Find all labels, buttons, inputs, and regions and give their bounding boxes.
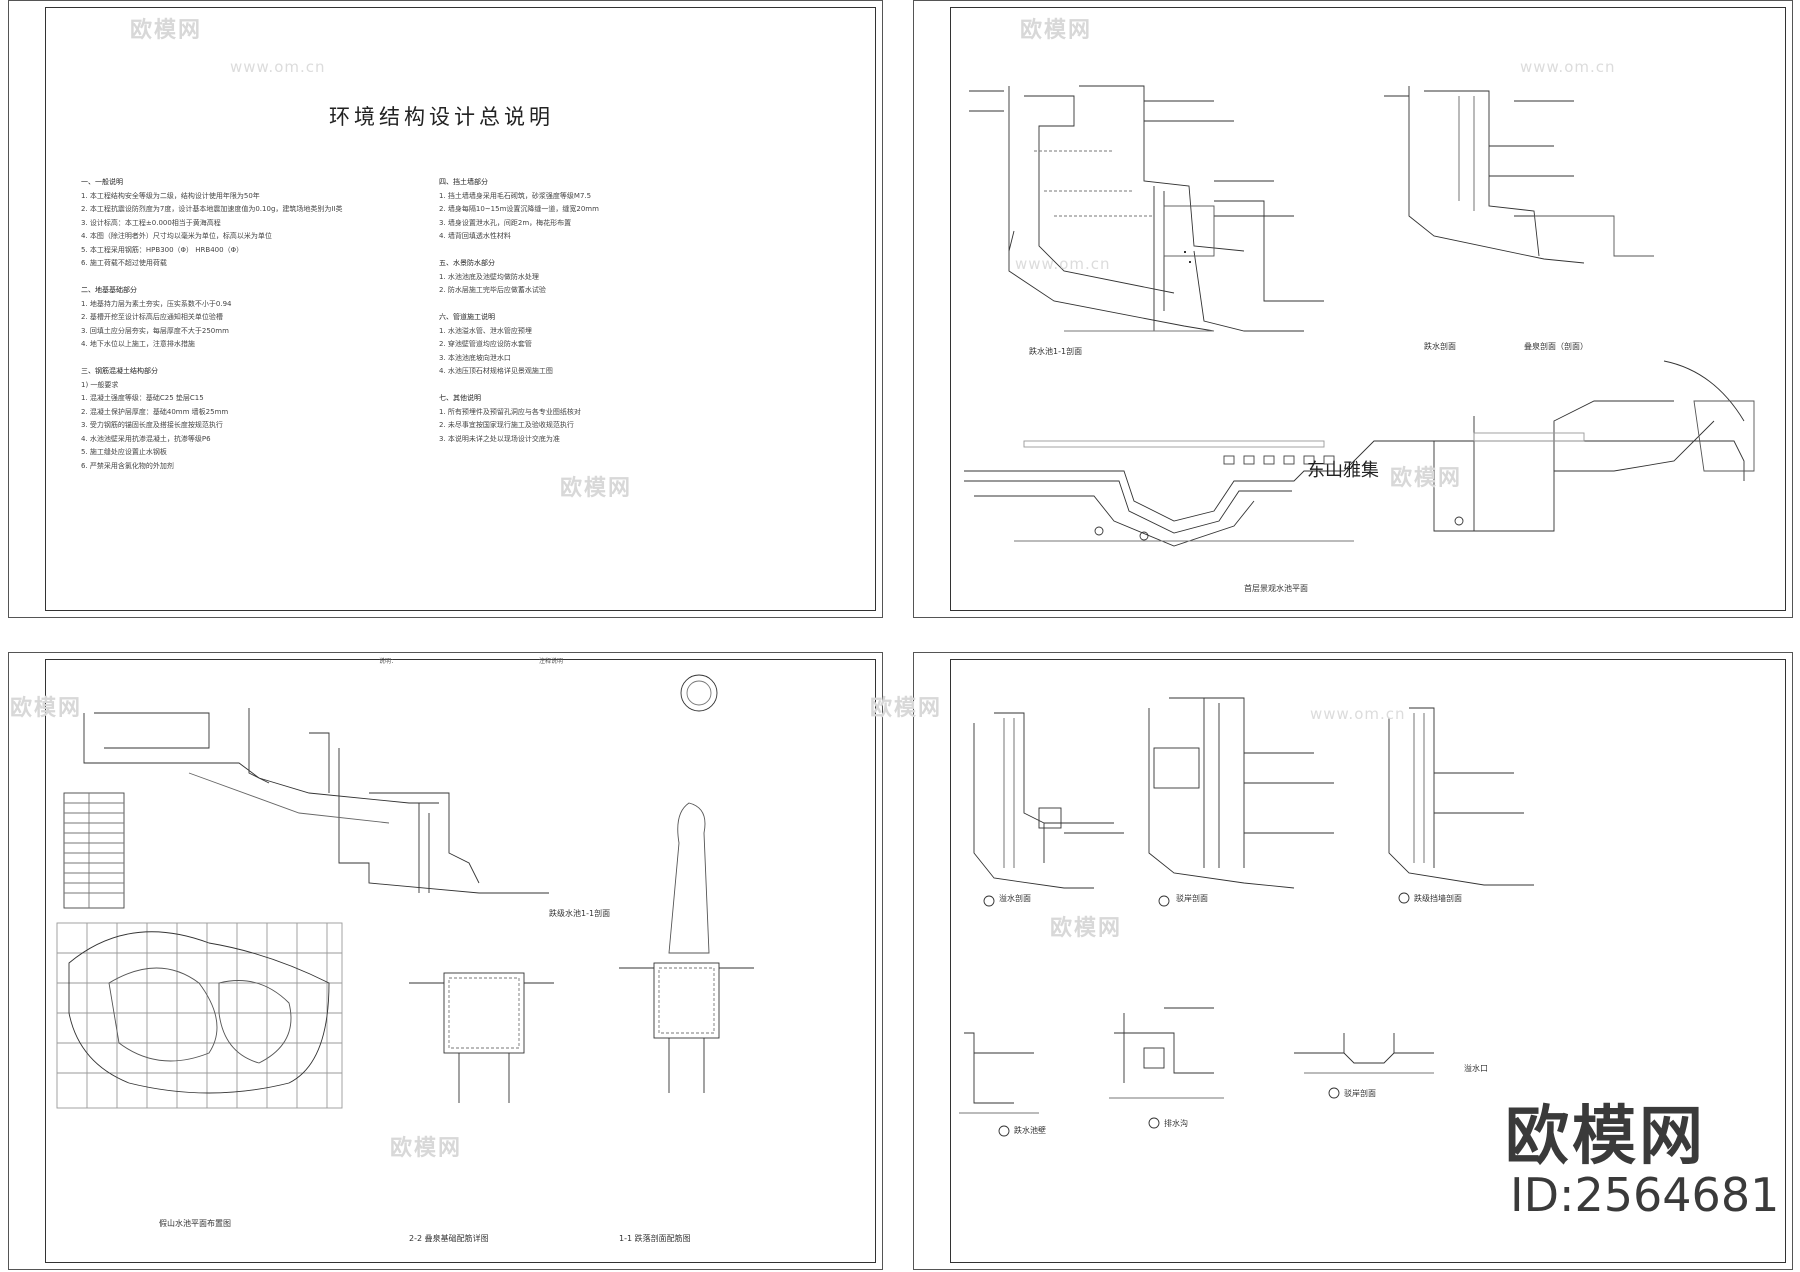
- notes-line: 七、其他说明: [439, 394, 481, 402]
- notes-line: 1. 地基持力层为素土夯实，压实系数不小于0.94: [81, 299, 232, 308]
- sheet-general-notes: 环境结构设计总说明 一、一般说明 1. 本工程结构安全等级为二级，结构设计使用年限…: [8, 0, 883, 618]
- caption: 溢水剖面: [999, 894, 1031, 903]
- sheet-pond-sections: 东山雅集 跌水池1-1剖面 跌水剖面 叠泉剖面（剖面） 首层景观水池平面: [913, 0, 1793, 618]
- caption: 跌级水池1-1剖面: [549, 909, 611, 918]
- notes-line: 4. 地下水位以上施工，注意排水措施: [81, 340, 195, 348]
- notes-line: 3. 回填土应分层夯实，每层厚度不大于250mm: [81, 326, 229, 335]
- notes-line: [81, 352, 411, 366]
- sheet-rockery-pond: 说明： 注释说明 假山水池平面布置图 跌级水池1-1剖面 2-2 叠泉基础配筋详图…: [8, 652, 883, 1270]
- notes-line: 2. 墙身每隔10~15m设置沉降缝一道，缝宽20mm: [439, 205, 599, 213]
- notes-line: 二、地基基础部分: [81, 286, 137, 294]
- notes-line: 5. 本工程采用钢筋：HPB300（Φ） HRB400（Φ）: [81, 245, 244, 254]
- notes-line: 1. 所有预埋件及预留孔洞应与各专业图纸核对: [439, 407, 581, 416]
- notes-line: 3. 本池池底坡向泄水口: [439, 353, 511, 362]
- caption: 跌级挡墙剖面: [1414, 894, 1462, 903]
- caption: 跌水池1-1剖面: [1029, 347, 1083, 356]
- notes-line: 1. 本工程结构安全等级为二级，结构设计使用年限为50年: [81, 191, 260, 200]
- sheet-frame: [950, 659, 1786, 1263]
- notes-line: [439, 244, 789, 258]
- notes-line: 3. 受力钢筋的锚固长度及搭接长度按规范执行: [81, 421, 223, 429]
- cad-drawing-sections: [964, 85, 1755, 547]
- caption: 溢水口: [1464, 1064, 1488, 1073]
- notes-line: 3. 墙身设置泄水孔，间距2m，梅花形布置: [439, 218, 572, 227]
- notes-line: 2. 未尽事宜按国家现行施工及验收规范执行: [439, 421, 574, 429]
- sheet-frame: [950, 7, 1786, 611]
- notes-line: 4. 墙背回填透水性材料: [439, 232, 511, 240]
- caption: 跌水池壁: [1014, 1126, 1046, 1135]
- notes-right-column: 四、挡土墙部分 1. 挡土墙墙身采用毛石砌筑，砂浆强度等级M7.5 2. 墙身每隔1…: [439, 176, 789, 446]
- caption: 排水沟: [1164, 1119, 1188, 1128]
- cad-drawing-rockery: 说明： 注释说明: [56, 657, 754, 1109]
- notes-line: 2. 本工程抗震设防烈度为7度，设计基本地震加速度值为0.10g，建筑场地类别为…: [81, 205, 343, 213]
- notes-line: 四、挡土墙部分: [439, 178, 488, 186]
- notes-line: 1) 一般要求: [81, 380, 119, 389]
- notes-line: 6. 严禁采用含氯化物的外加剂: [81, 461, 174, 470]
- svg-text:注释说明: 注释说明: [539, 657, 563, 665]
- notes-line: [81, 271, 411, 285]
- notes-line: 1. 水池池底及池壁均做防水处理: [439, 272, 539, 281]
- notes-line: 4. 本图（除注明者外）尺寸均以毫米为单位，标高以米为单位: [81, 232, 272, 240]
- brand-logo-text: 欧模网: [1505, 1100, 1706, 1174]
- svg-text:说明：: 说明：: [379, 657, 397, 665]
- notes-line: 1. 混凝土强度等级：基础C25 垫层C15: [81, 394, 204, 402]
- notes-line: 2. 防水层施工完毕后应做蓄水试验: [439, 286, 546, 294]
- caption: 假山水池平面布置图: [159, 1219, 231, 1228]
- notes-line: 5. 施工缝处应设置止水钢板: [81, 448, 167, 456]
- caption: 叠泉剖面（剖面）: [1524, 342, 1588, 351]
- caption: 2-2 叠泉基础配筋详图: [409, 1234, 489, 1243]
- notes-line: [439, 379, 789, 393]
- asset-id: ID:2564681: [1510, 1168, 1780, 1222]
- cad-drawing-details: [959, 697, 1534, 1137]
- sheet-frame: [45, 659, 876, 1263]
- notes-line: 2. 混凝土保护层厚度：基础40mm 墙板25mm: [81, 407, 229, 416]
- notes-line: [439, 298, 789, 312]
- notes-line: 六、管道施工说明: [439, 313, 495, 321]
- caption: 首层景观水池平面: [1244, 584, 1308, 593]
- notes-line: 3. 本说明未详之处以现场设计交底为准: [439, 434, 560, 443]
- notes-line: 三、钢筋混凝土结构部分: [81, 367, 158, 375]
- sheet-detail-sections: 溢水剖面 驳岸剖面 跌级挡墙剖面 跌水池壁 排水沟 驳岸剖面 溢水口: [913, 652, 1793, 1270]
- notes-line: 1. 挡土墙墙身采用毛石砌筑，砂浆强度等级M7.5: [439, 191, 592, 200]
- notes-left-column: 一、一般说明 1. 本工程结构安全等级为二级，结构设计使用年限为50年 2. 本工程…: [81, 176, 411, 473]
- notes-line: 2. 穿池壁管道均应设防水套管: [439, 340, 532, 348]
- notes-line: 3. 设计标高：本工程±0.000相当于黄海高程: [81, 218, 221, 227]
- sheet-title: 环境结构设计总说明: [329, 105, 554, 129]
- plan-label: 东山雅集: [1307, 460, 1379, 481]
- caption: 驳岸剖面: [1176, 894, 1208, 903]
- caption: 驳岸剖面: [1344, 1089, 1376, 1098]
- caption: 跌水剖面: [1424, 342, 1456, 351]
- notes-line: 2. 基槽开挖至设计标高后应通知相关单位验槽: [81, 313, 223, 321]
- notes-line: 五、水景防水部分: [439, 259, 495, 267]
- sheet-frame: [45, 7, 876, 611]
- notes-line: 一、一般说明: [81, 178, 123, 186]
- notes-line: 6. 施工荷载不超过使用荷载: [81, 259, 167, 267]
- notes-line: 4. 水池池壁采用抗渗混凝土，抗渗等级P6: [81, 434, 211, 443]
- notes-line: 1. 水池溢水管、泄水管应预埋: [439, 326, 532, 335]
- caption: 1-1 跌落剖面配筋图: [619, 1234, 691, 1243]
- notes-line: 4. 水池压顶石材规格详见景观施工图: [439, 367, 553, 375]
